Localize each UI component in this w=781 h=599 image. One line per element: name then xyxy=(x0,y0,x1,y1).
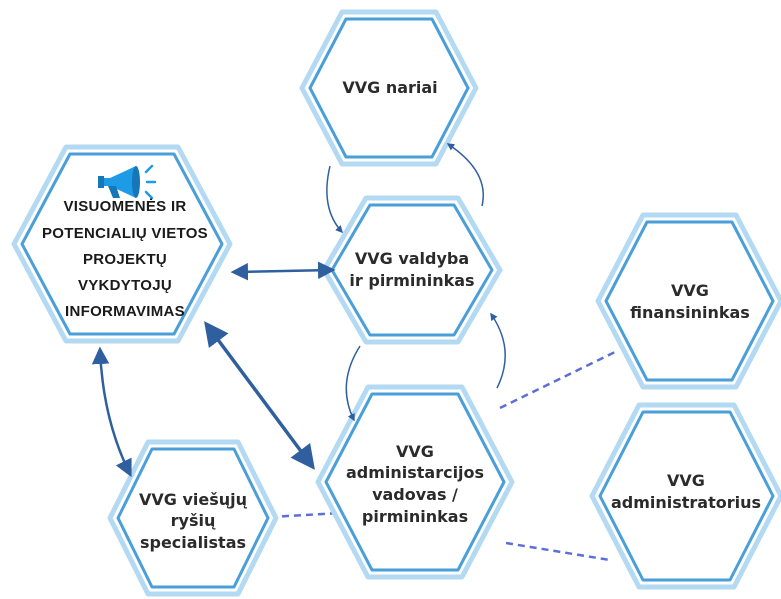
hex-informing xyxy=(11,144,233,344)
arrow-board-to-members xyxy=(446,143,484,207)
node-label-pr: VVG viešųjų ryšių specialistas xyxy=(138,489,248,552)
arrow-head-to-board xyxy=(490,312,506,389)
arrows xyxy=(91,143,506,478)
arrow-board-to-head xyxy=(345,345,361,422)
arrow-members-to-board xyxy=(326,165,344,234)
node-label-informing: VISUOMENĖS IR POTENCIALIŲ VIETOS PROJEKT… xyxy=(42,198,208,321)
arrow-informing-pr xyxy=(91,346,132,478)
hex-board xyxy=(321,195,503,345)
node-label-head: VVG administarcijos vadovas / pirmininka… xyxy=(345,441,485,526)
hex-pr xyxy=(107,439,279,597)
node-label-board: VVG valdyba ir pirmininkas xyxy=(349,249,475,290)
link-head-financier xyxy=(499,350,616,410)
arrow-informing-head xyxy=(204,321,315,470)
link-head-admin xyxy=(505,541,611,562)
hex-financier xyxy=(595,212,781,390)
node-label-financier: VVG finansininkas xyxy=(630,281,750,322)
hex-members xyxy=(299,9,479,167)
megaphone-icon xyxy=(98,164,157,200)
hex-head xyxy=(315,384,515,580)
node-label-members: VVG nariai xyxy=(342,78,438,98)
hex-admin xyxy=(589,402,781,590)
node-label-admin: VVG administratorius xyxy=(610,471,762,512)
arrow-informing-board xyxy=(230,261,336,281)
